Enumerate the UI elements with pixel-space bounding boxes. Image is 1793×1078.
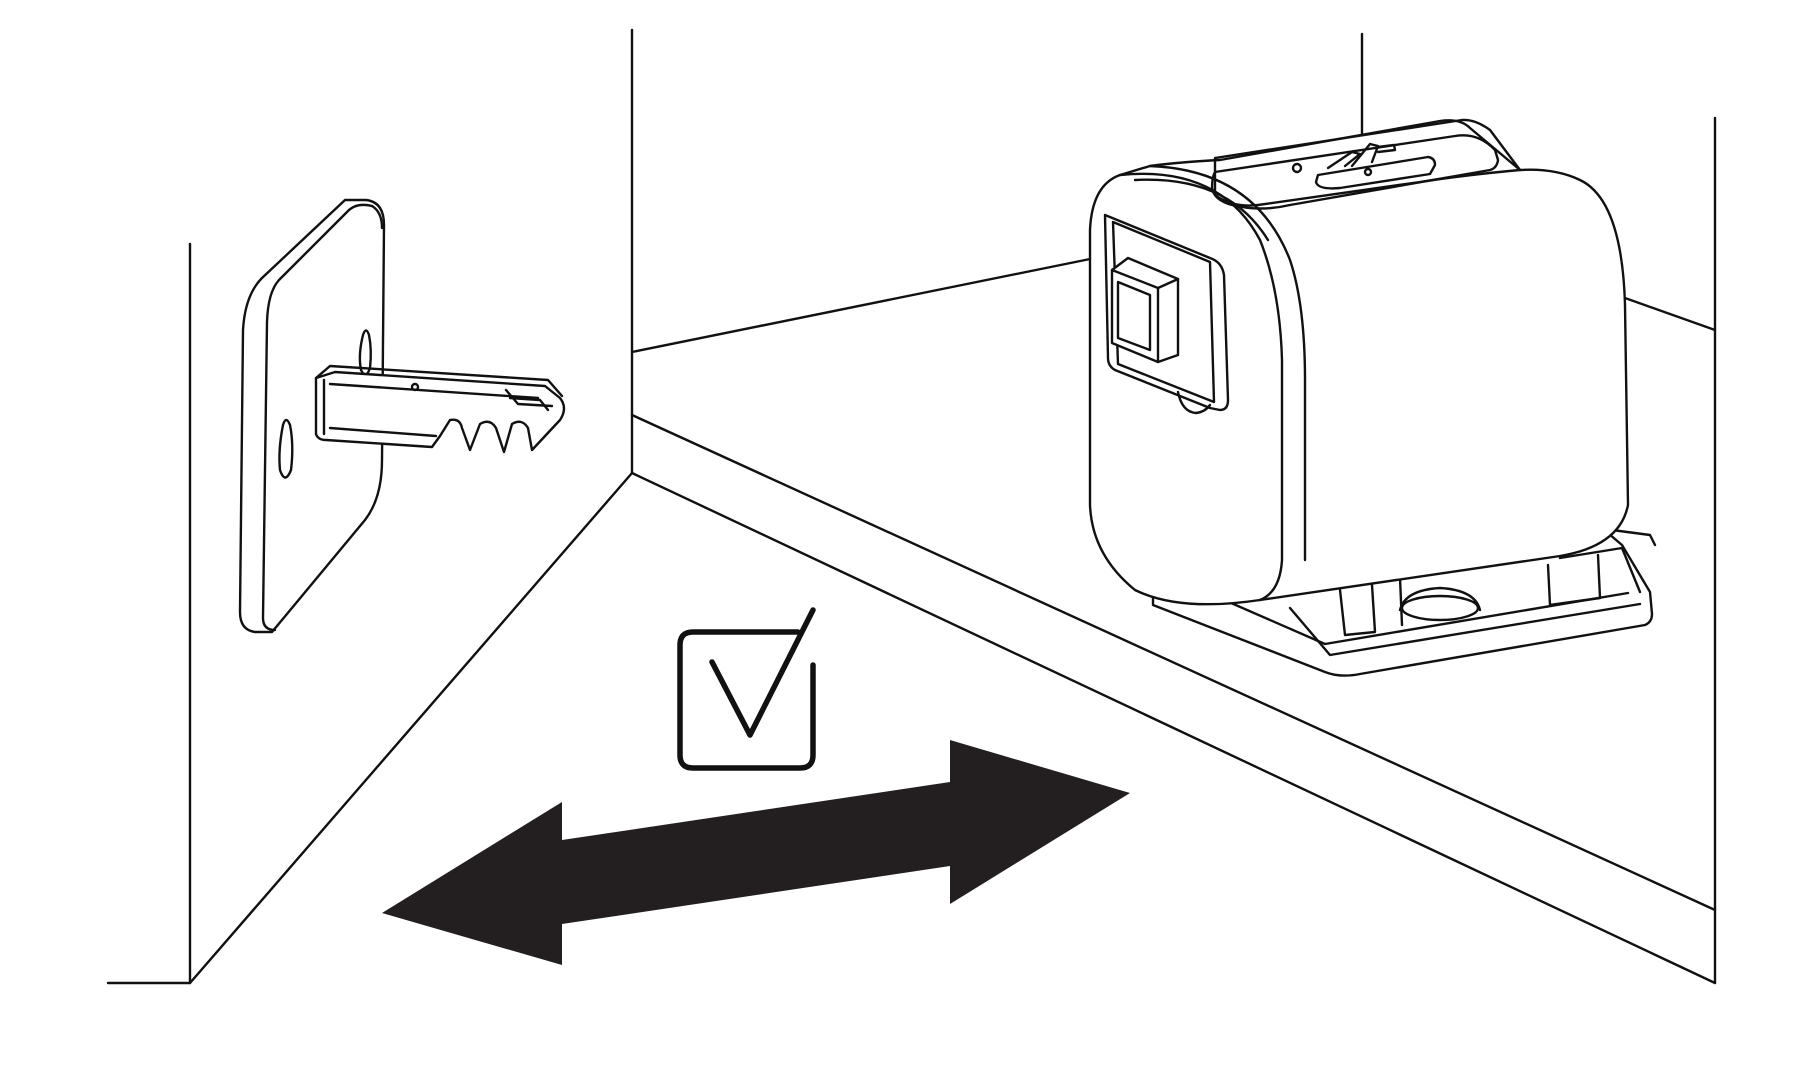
double-arrow-icon bbox=[382, 740, 1130, 965]
key-wall-plate-icon bbox=[238, 198, 566, 634]
checkbox-check-icon bbox=[677, 607, 816, 771]
magnetic-lock-icon bbox=[1088, 118, 1657, 677]
cabinet-structure bbox=[106, 28, 1717, 985]
